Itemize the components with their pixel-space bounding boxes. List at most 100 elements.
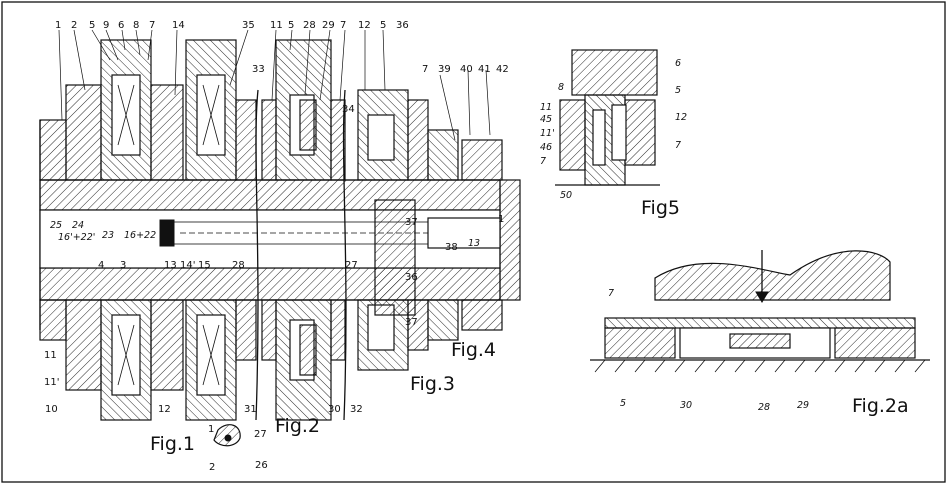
fig5-label-7b: 7 <box>675 140 681 151</box>
fig2a-label-30: 30 <box>680 400 692 411</box>
detail-label-27: 27 <box>254 429 267 440</box>
shaft-upper-section <box>39 179 501 211</box>
fig5-label-7: 7 <box>540 156 546 167</box>
fig2a-label-29: 29 <box>797 400 809 411</box>
fig5-label-8: 8 <box>558 82 564 93</box>
inset-detail <box>213 424 241 447</box>
housing-1-bottom <box>65 299 102 391</box>
label-11prime: 11' <box>44 377 59 388</box>
housing-5-bottom <box>330 299 346 361</box>
label-12: 12 <box>358 20 371 31</box>
label-2: 2 <box>71 20 77 31</box>
left-end-cap-bottom <box>39 299 67 341</box>
label-39: 39 <box>438 64 451 75</box>
housing-3-top <box>235 99 257 181</box>
label-37b: 37 <box>405 317 418 328</box>
detail-label-2: 2 <box>209 462 215 473</box>
fig5-inner-seal <box>592 109 606 166</box>
label-14prime: 14' <box>180 260 195 271</box>
needle-bearing-2-bottom <box>202 324 220 386</box>
label-11b: 11 <box>44 350 57 361</box>
fig5-left-plate <box>559 99 586 171</box>
bearing-4-top <box>367 114 395 161</box>
caption-fig4: Fig.4 <box>451 339 496 361</box>
label-41: 41 <box>478 64 491 75</box>
fig5-top-block <box>571 49 658 96</box>
caption-fig2a: Fig.2a <box>852 395 909 417</box>
needle-bearing-1-bottom <box>117 324 135 386</box>
label-7: 7 <box>149 20 155 31</box>
fig2a-drawing <box>590 250 930 373</box>
label-5: 5 <box>89 20 95 31</box>
label-35: 35 <box>242 20 255 31</box>
label-32: 32 <box>350 404 363 415</box>
fig5-drawing <box>555 49 660 186</box>
top-labels: 1 2 5 9 6 8 7 14 35 11 5 28 29 7 12 5 36… <box>55 20 509 75</box>
rod-plug <box>159 219 175 247</box>
fig2a-label-7: 7 <box>608 288 614 299</box>
label-16prime-22prime: 16'+22' <box>58 232 95 243</box>
fig2a-arrowhead <box>755 291 769 303</box>
fig5-bearing <box>611 104 627 161</box>
label-10: 10 <box>45 404 58 415</box>
label-36: 36 <box>396 20 409 31</box>
label-38: 38 <box>445 242 458 253</box>
label-11: 11 <box>270 20 283 31</box>
label-5c: 5 <box>380 20 386 31</box>
right-gear-top <box>427 129 459 181</box>
label-4: 4 <box>98 260 104 271</box>
fig2a-labels: 7 5 30 28 29 <box>608 288 809 413</box>
housing-2-top <box>150 84 184 181</box>
right-bore <box>427 217 501 249</box>
label-7c: 7 <box>422 64 428 75</box>
end-nut-bottom <box>461 299 503 331</box>
label-28: 28 <box>303 20 316 31</box>
label-12b: 12 <box>158 404 171 415</box>
shaft-lower-section <box>39 267 501 301</box>
shaft-right-end <box>499 179 521 301</box>
label-8: 8 <box>133 20 139 31</box>
detail-labels: 1 27 2 26 <box>208 424 268 473</box>
label-37: 37 <box>405 217 418 228</box>
housing-3-bottom <box>235 299 257 361</box>
fig5-label-11prime: 11' <box>540 128 555 139</box>
label-7b: 7 <box>340 20 346 31</box>
fig2a-left-base <box>604 327 676 359</box>
main-assembly-drawing <box>39 39 521 421</box>
label-13: 13 <box>164 260 177 271</box>
clutch-plate-3-top <box>299 99 317 151</box>
label-23: 23 <box>102 230 114 241</box>
fig5-label-45: 45 <box>540 114 552 125</box>
label-1: 1 <box>55 20 61 31</box>
mid-labels: 33 34 37 36 37 38 27 25 24 23 16'+22' 16… <box>50 64 504 328</box>
fig2a-top-load <box>654 250 891 301</box>
housing-4-bottom <box>261 299 277 361</box>
label-25: 25 <box>50 220 62 231</box>
fig2a-right-base <box>834 327 916 359</box>
fig2a-label-28: 28 <box>758 402 770 413</box>
label-1b: 1 <box>498 214 504 225</box>
break-line-1 <box>255 89 259 421</box>
housing-2-bottom <box>150 299 184 391</box>
housing-6-top <box>407 99 429 181</box>
fig5-label-50: 50 <box>560 190 572 201</box>
fig5-label-5: 5 <box>675 85 681 96</box>
needle-bearing-1-top <box>117 84 135 146</box>
leader-lines <box>58 29 491 141</box>
label-30: 30 <box>328 404 341 415</box>
fig5-right-plate <box>624 99 656 166</box>
break-line-2 <box>342 89 347 421</box>
clutch-disc-4 <box>374 199 416 316</box>
fig5-label-6: 6 <box>675 58 681 69</box>
bottom-labels: 11 11' 10 12 31 30 32 <box>44 350 363 415</box>
label-24: 24 <box>72 220 84 231</box>
housing-1-top <box>65 84 102 181</box>
caption-fig3: Fig.3 <box>410 373 455 395</box>
fig2a-insert <box>729 333 791 349</box>
shaft-bore <box>39 209 501 269</box>
label-3: 3 <box>120 260 126 271</box>
label-15: 15 <box>198 260 211 271</box>
